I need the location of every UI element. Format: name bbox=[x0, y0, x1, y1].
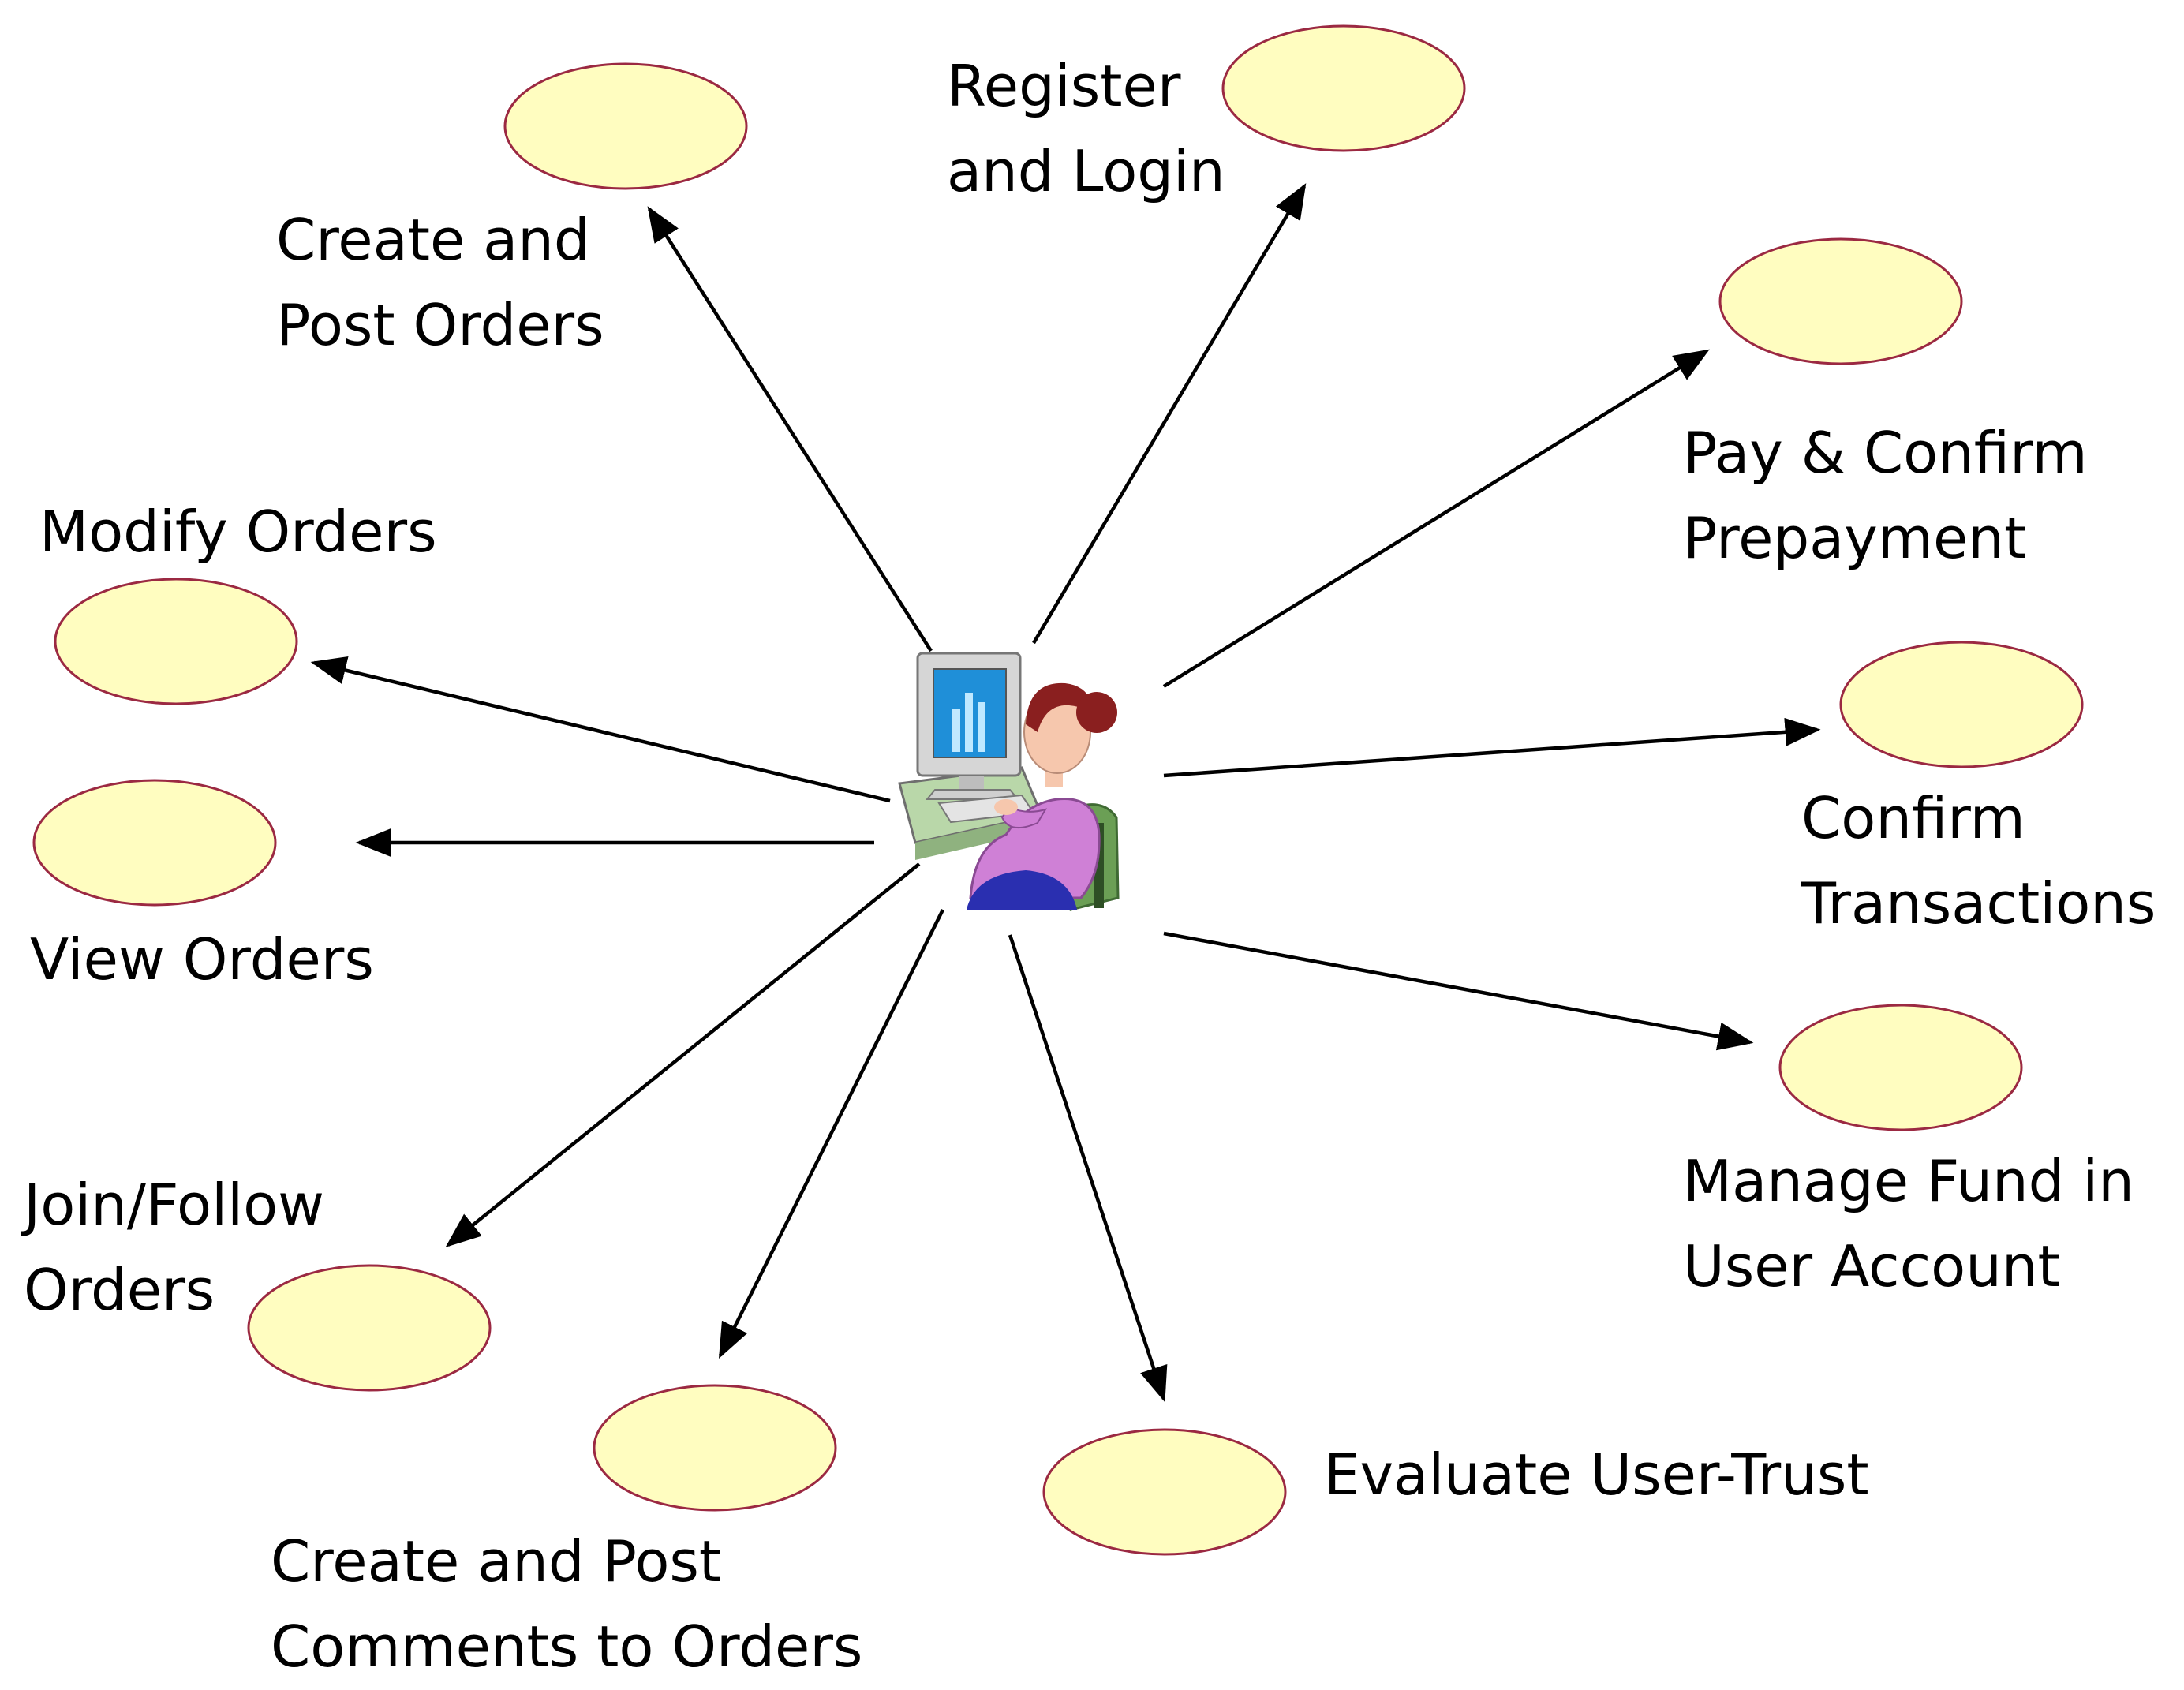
oval-join-follow-orders bbox=[247, 1264, 492, 1392]
arrow-join-follow-orders bbox=[445, 862, 921, 1247]
arrow-modify-orders bbox=[310, 656, 891, 803]
oval-confirm-transactions bbox=[1839, 641, 2084, 768]
arrow-confirm-transactions bbox=[1163, 717, 1821, 778]
oval-create-post-comments bbox=[593, 1384, 837, 1512]
arrow-pay-confirm-prepayment bbox=[1162, 349, 1710, 688]
label-evaluate-user-trust: Evaluate User-Trust bbox=[1324, 1441, 1869, 1508]
label-modify-orders: Modify Orders bbox=[39, 499, 437, 565]
computer-user-icon bbox=[898, 652, 1120, 911]
arrow-manage-fund bbox=[1163, 931, 1754, 1051]
use-case-ovals bbox=[32, 24, 2084, 1556]
label-pay-confirm-prepayment: Pay & Confirm Prepayment bbox=[1683, 420, 2088, 571]
arrow-evaluate-user-trust bbox=[1008, 934, 1168, 1403]
arrow-register-login bbox=[1032, 183, 1307, 645]
label-create-post-orders: Create and Post Orders bbox=[276, 207, 604, 358]
oval-modify-orders bbox=[54, 578, 298, 705]
oval-register-login bbox=[1221, 24, 1466, 152]
label-join-follow-orders: Join/Follow Orders bbox=[24, 1172, 325, 1323]
label-manage-fund: Manage Fund in User Account bbox=[1683, 1148, 2134, 1299]
oval-pay-confirm-prepayment bbox=[1718, 237, 1963, 365]
oval-create-post-orders bbox=[503, 62, 748, 190]
oval-evaluate-user-trust bbox=[1042, 1428, 1287, 1556]
oval-manage-fund bbox=[1778, 1004, 2023, 1131]
label-register-login: Register and Login bbox=[947, 53, 1225, 204]
arrow-create-post-orders bbox=[647, 206, 933, 652]
arrow-create-post-comments bbox=[718, 908, 945, 1359]
oval-view-orders bbox=[32, 779, 277, 907]
connectors bbox=[310, 183, 1821, 1403]
label-create-post-comments: Create and Post Comments to Orders bbox=[271, 1528, 863, 1680]
label-confirm-transactions: Confirm Transactions bbox=[1801, 785, 2156, 937]
label-view-orders: View Orders bbox=[30, 926, 374, 993]
